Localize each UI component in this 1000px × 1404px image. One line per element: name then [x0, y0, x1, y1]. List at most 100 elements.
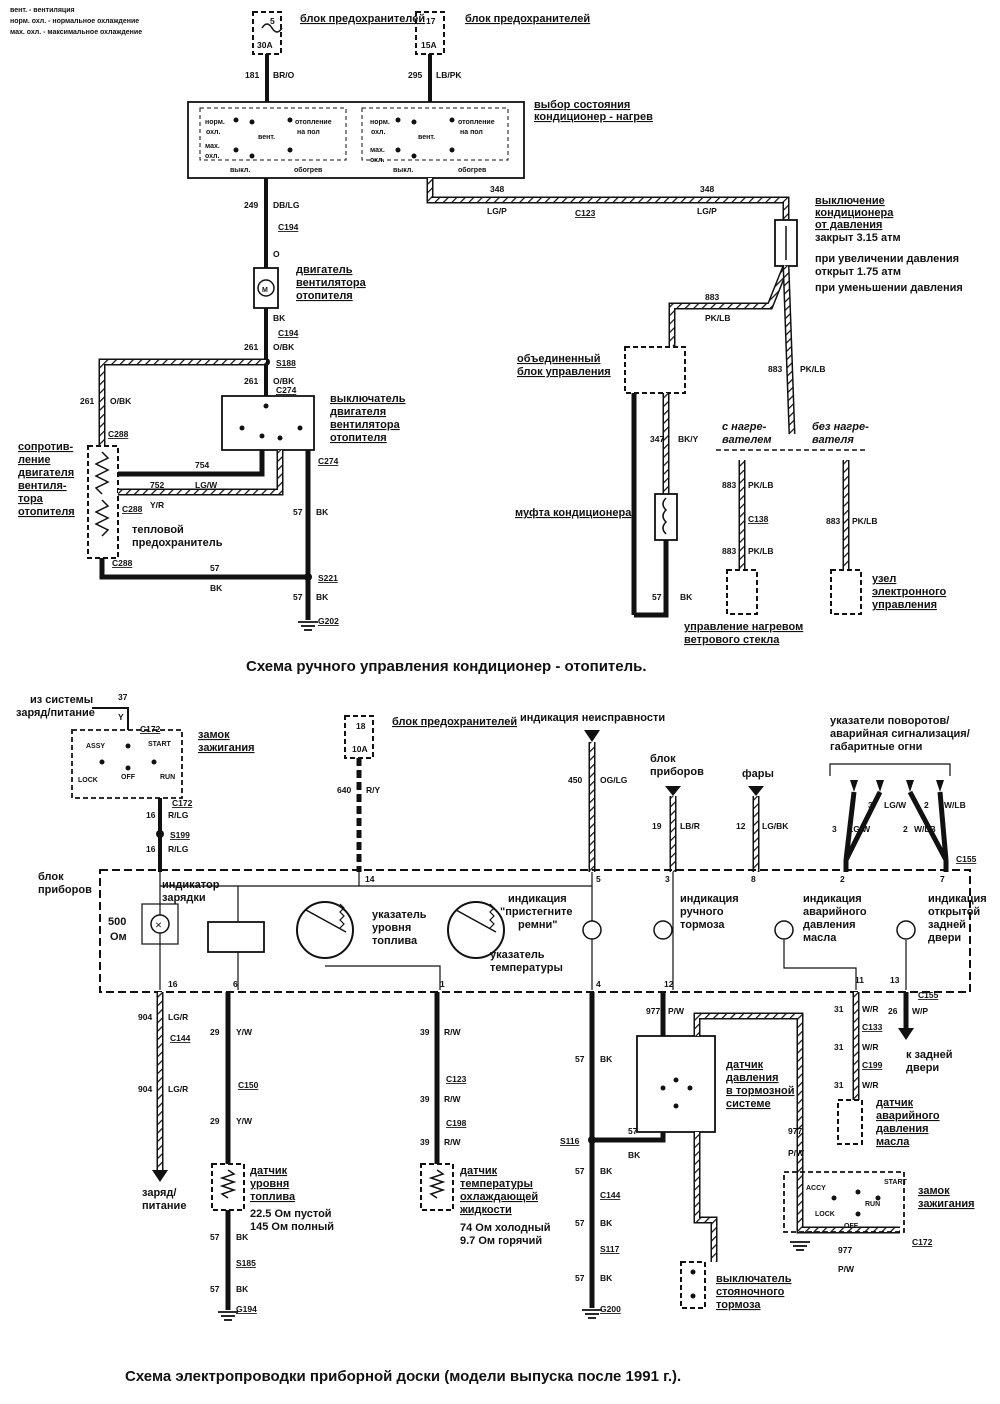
- wire-57-center-color-1: BK: [600, 1054, 613, 1064]
- ign2-contacts: [831, 1189, 881, 1217]
- sel1-ohl: охл.: [206, 129, 220, 136]
- fuel-gauge: [296, 901, 354, 959]
- resistor-label-6: отопителя: [18, 506, 75, 518]
- belt-label-1: индикация: [508, 893, 567, 905]
- sel2-ohl: охл.: [371, 129, 385, 136]
- fault-indication-label: индикация неисправности: [520, 712, 665, 724]
- ign2-accy: ACCY: [806, 1185, 826, 1192]
- wire-57-color-1: BK: [316, 507, 329, 517]
- brake-sensor-label-1: датчик: [726, 1059, 764, 1071]
- turn-signal-label-2: аварийная сигнализация/: [830, 728, 970, 740]
- wire-57-num-2: 57: [210, 563, 220, 573]
- belt-label-2: "пристегните: [500, 906, 572, 918]
- fuse-18-amperage: 10A: [352, 744, 368, 754]
- wire-57-fuel-color-2: BK: [236, 1284, 249, 1294]
- combined-label-2: блок управления: [517, 366, 611, 378]
- resistor-icon-1: [94, 451, 110, 495]
- resistor-500-value: 500: [108, 916, 126, 928]
- splice-s185: S185: [236, 1258, 256, 1268]
- wire-12-num: 12: [736, 821, 746, 831]
- temp-gauge-label-2: температуры: [490, 962, 563, 974]
- instrument-cluster: [99, 869, 971, 993]
- sel2-vent: вент.: [418, 134, 435, 141]
- pin-13: 13: [890, 975, 900, 985]
- eec-label-3: управления: [872, 599, 937, 611]
- wire-39-color-1: R/W: [444, 1027, 462, 1037]
- wire-977-color-3: P/W: [838, 1264, 855, 1274]
- connector-c172-b: C172: [172, 798, 193, 808]
- wire-883-c-color: PK/LB: [748, 480, 774, 490]
- ground-g200: G200: [600, 1304, 621, 1314]
- wire-57-brake: [592, 1132, 666, 1143]
- wire-261-left: [100, 360, 266, 446]
- windshield-label-1: управление нагревом: [684, 621, 803, 633]
- oil-pressure-sensor: [837, 1099, 863, 1145]
- brake-sensor-label-3: в тормозной: [726, 1085, 795, 1097]
- oil-label-3: давления: [803, 919, 856, 931]
- resistor-label-2: ление: [18, 454, 50, 466]
- blower-switch-label-2: двигателя: [330, 406, 386, 418]
- turn-lgw-a: LG/W: [884, 800, 907, 810]
- oil-label-1: индикация: [803, 893, 862, 905]
- oil-sensor-label-3: давления: [876, 1123, 929, 1135]
- wire-295-color: LB/PK: [436, 70, 462, 80]
- cluster-input-label-1: блок: [650, 753, 676, 765]
- turn-lgw-b: LG/W: [848, 824, 871, 834]
- ground-g202-label: G202: [318, 616, 339, 626]
- rear-door-lamp-icon: [896, 920, 916, 940]
- ground-ign2-icon: [790, 1241, 810, 1251]
- wire-977-park: [695, 1132, 716, 1262]
- wire-o-color: O: [273, 249, 280, 259]
- door-label-1: индикация: [928, 893, 987, 905]
- pressure-label-1: выключение: [815, 195, 885, 207]
- park-switch-label-3: тормоза: [716, 1299, 761, 1311]
- wire-883-a: [670, 265, 788, 346]
- connector-c138: C138: [748, 514, 769, 524]
- bottom-diagram-title: Схема электропроводки приборной доски (м…: [125, 1368, 681, 1385]
- park-switch-label-1: выключатель: [716, 1273, 792, 1285]
- wire-347-color: BK/Y: [678, 434, 699, 444]
- wire-57-brake-color: BK: [628, 1150, 641, 1160]
- oil-sensor-label-4: масла: [876, 1136, 910, 1148]
- park-label-1: индикация: [680, 893, 739, 905]
- temp-sender-label-3: охлаждающей: [460, 1191, 538, 1203]
- wire-450-color: OG/LG: [600, 775, 628, 785]
- brake-sensor-label-2: давления: [726, 1072, 779, 1084]
- legend: вент. - вентиляция норм. охл. - нормальн…: [10, 7, 142, 36]
- voltage-regulator: [207, 921, 265, 953]
- fuel-sender-label-4: 22.5 Ом пустой: [250, 1208, 332, 1220]
- pin-8: 8: [751, 874, 756, 884]
- splice-s221-label: S221: [318, 573, 338, 583]
- wire-883-color-2: PK/LB: [800, 364, 826, 374]
- turn-w2-a: 2: [924, 800, 929, 810]
- wire-883-color-1: PK/LB: [705, 313, 731, 323]
- turn-arrow-icon-2: [876, 780, 884, 792]
- ign1-label-1: замок: [198, 729, 230, 741]
- fuse-1-icon: [261, 23, 283, 33]
- wire-29-color-2: Y/W: [236, 1116, 253, 1126]
- eec-label-2: электронного: [872, 586, 947, 598]
- fuel-sender-label-5: 145 Ом полный: [250, 1221, 334, 1233]
- wire-181-color: BR/O: [273, 70, 295, 80]
- wire-977-num-2: 977: [788, 1126, 802, 1136]
- wire-977-color-1: P/W: [668, 1006, 685, 1016]
- sel2-off: выкл.: [393, 167, 413, 174]
- wire-640-color: R/Y: [366, 785, 381, 795]
- headlights-arrow-icon: [748, 786, 764, 796]
- wire-883-d-num: 883: [826, 516, 840, 526]
- wire-883-c-num: 883: [722, 480, 736, 490]
- sel2-heat: отопление: [458, 119, 495, 126]
- ground-g202-icon: [298, 621, 318, 631]
- from-charge-label-2: заряд/питание: [16, 707, 95, 719]
- wire-977-color-2: P/W: [788, 1148, 805, 1158]
- fuel-sender-icon: [219, 1169, 237, 1199]
- temp-gauge: [447, 901, 505, 959]
- pin-6: 6: [233, 979, 238, 989]
- wire-31-num-2: 31: [834, 1042, 844, 1052]
- fuse-1-number: 5: [270, 16, 275, 26]
- wire-752-num: 752: [150, 480, 164, 490]
- wire-295-number: 295: [408, 70, 422, 80]
- pin-7: 7: [940, 874, 945, 884]
- cluster-label-1: блок: [38, 871, 64, 883]
- cluster-input-label-2: приборов: [650, 766, 704, 778]
